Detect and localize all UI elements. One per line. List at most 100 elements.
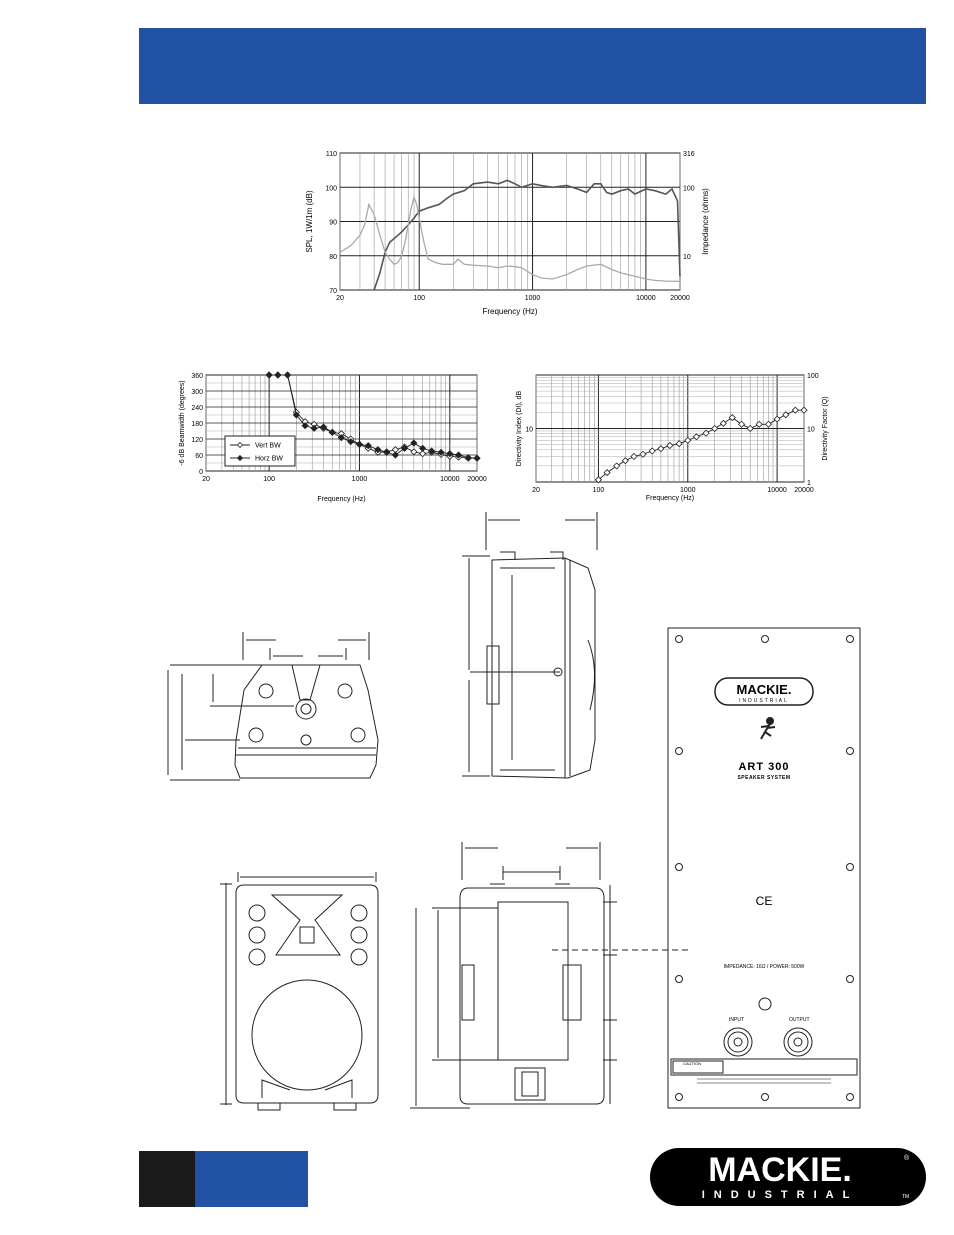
y-tick-label: 300 (191, 389, 203, 396)
legend-label: Vert BW (255, 443, 281, 450)
data-point (364, 442, 372, 450)
y2-tick-label: 100 (683, 185, 695, 192)
x-axis-label: Frequency (Hz) (646, 495, 694, 502)
data-point (374, 446, 382, 454)
svg-text:INDUSTRIAL: INDUSTRIAL (702, 1189, 859, 1201)
data-point (746, 424, 754, 433)
data-point (274, 371, 282, 379)
y-tick-label: 80 (329, 254, 337, 261)
footer-blue-block (195, 1151, 308, 1207)
rear-panel: MACKIE. INDUSTRIAL ART 300 SPEAKER SYSTE… (667, 627, 861, 1109)
data-point (657, 445, 665, 453)
data-point (791, 406, 799, 414)
data-point (454, 451, 463, 459)
data-point (719, 419, 727, 427)
data-point (603, 469, 611, 477)
data-point (383, 448, 391, 456)
header-banner (139, 28, 926, 104)
data-point (419, 444, 427, 452)
y2-axis-label: Impedance (ohms) (701, 188, 710, 255)
y-axis-label: SPL, 1W/1m (dB) (305, 190, 314, 253)
y-tick-label: 70 (329, 288, 337, 295)
data-point (319, 423, 328, 431)
x-axis-label: Frequency (Hz) (482, 307, 537, 316)
data-point (265, 371, 273, 379)
data-point (473, 454, 481, 462)
data-point (630, 452, 638, 461)
panel-brand-sub: INDUSTRIAL (739, 698, 789, 704)
data-point (428, 447, 436, 455)
svg-text:TM: TM (902, 1194, 909, 1200)
y2-tick-label: 316 (683, 151, 695, 158)
x-tick-label: 20000 (794, 487, 814, 494)
y-tick-label: 120 (191, 437, 203, 444)
legend-box (224, 435, 296, 467)
y-tick-label: 110 (326, 151, 337, 158)
x-tick-label: 10000 (440, 476, 460, 483)
footer-black-block (139, 1151, 195, 1207)
y-axis-label: Directivity Index (DI), dB (516, 390, 523, 466)
x-tick-label: 10000 (636, 295, 656, 302)
legend-label: Horz BW (255, 456, 283, 463)
data-point (328, 428, 336, 436)
data-point (648, 447, 656, 455)
svg-text:MACKIE.: MACKIE. (708, 1151, 852, 1189)
data-point (400, 444, 409, 452)
y-tick-label: 10 (525, 427, 533, 434)
caution-label: CAUTION (683, 1061, 701, 1066)
ce-mark: CE (756, 894, 773, 908)
data-point (782, 411, 790, 419)
legend-marker (236, 454, 244, 462)
data-point (755, 420, 763, 428)
input-label: INPUT (729, 1017, 744, 1023)
panel-logo-badge (714, 677, 814, 706)
y-tick-label: 180 (191, 421, 203, 428)
legend-marker (236, 441, 244, 449)
x-tick-label: 100 (263, 476, 275, 483)
data-point (284, 371, 292, 379)
back-view-drawing (410, 842, 690, 1109)
x-tick-label: 20000 (467, 476, 487, 483)
x-tick-label: 20000 (670, 295, 690, 302)
y2-tick-label: 1 (807, 480, 811, 487)
x-tick-label: 100 (593, 487, 605, 494)
data-point (437, 448, 445, 456)
y-tick-label: 90 (329, 220, 337, 227)
series-line-spl (373, 179, 681, 291)
data-point (355, 440, 364, 448)
data-point (666, 441, 674, 450)
data-point (773, 415, 781, 423)
data-point (292, 411, 300, 419)
y-axis-label: -6 dB Beamwidth (degrees) (179, 380, 186, 465)
output-jack (783, 1027, 813, 1057)
y2-tick-label: 10 (683, 254, 691, 261)
top-view-drawing (167, 632, 379, 781)
data-point (800, 406, 808, 414)
y-tick-label: 60 (195, 453, 203, 460)
x-axis-label: Frequency (Hz) (317, 496, 365, 503)
y2-axis-label: Directivity Factor (Q) (822, 396, 829, 460)
mackie-industrial-logo: MACKIE. INDUSTRIAL ® TM (650, 1148, 926, 1206)
data-point (594, 476, 603, 484)
panel-impedance: IMPEDANCE: 16Ω / POWER: 500W (724, 964, 805, 970)
data-point (621, 457, 629, 465)
data-point (419, 450, 427, 458)
x-tick-label: 1000 (525, 295, 541, 302)
front-view-drawing (220, 872, 379, 1111)
data-point (737, 420, 746, 428)
data-point (310, 424, 318, 432)
data-point (337, 434, 345, 442)
data-point (301, 422, 309, 430)
data-point (391, 451, 399, 459)
series-line-impedance (339, 195, 681, 283)
data-point (684, 436, 692, 444)
y-tick-label: 0 (199, 469, 203, 476)
panel-subtitle: SPEAKER SYSTEM (737, 775, 790, 781)
data-point (410, 439, 418, 447)
data-point (675, 440, 683, 448)
data-point (728, 414, 736, 422)
data-point (692, 433, 700, 441)
